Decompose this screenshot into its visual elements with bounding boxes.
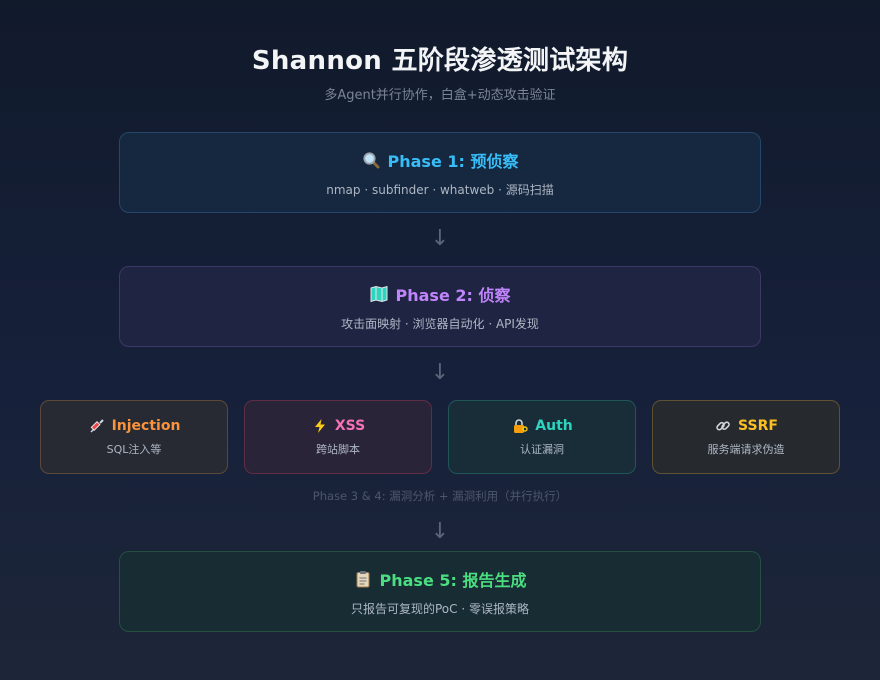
vuln-injection-description: SQL注入等 (106, 443, 162, 456)
lightning-icon (311, 417, 329, 435)
phase-5-title: Phase 5: 报告生成 (379, 570, 527, 590)
phase-5-description: 只报告可复现的PoC · 零误报策略 (351, 601, 529, 616)
vuln-auth-title: Auth (535, 418, 573, 434)
map-book-icon (370, 285, 388, 303)
flow-arrow-3: ↓ (430, 519, 450, 544)
vuln-auth-description: 认证漏洞 (520, 443, 564, 456)
vuln-box-ssrf: SSRF 服务端请求伪造 (652, 400, 840, 474)
vuln-ssrf-description: 服务端请求伪造 (707, 443, 785, 456)
phase-1-description: nmap · subfinder · whatweb · 源码扫描 (326, 182, 554, 197)
flow-arrow-2: ↓ (430, 360, 450, 385)
vuln-xss-description: 跨站脚本 (316, 443, 360, 456)
vuln-ssrf-title: SSRF (738, 418, 778, 434)
phase-2-description: 攻击面映射 · 浏览器自动化 · API发现 (341, 316, 539, 331)
vuln-injection-title: Injection (111, 418, 181, 434)
phase-1-title: Phase 1: 预侦察 (387, 151, 519, 171)
link-icon (714, 417, 732, 435)
magnifier-icon (362, 151, 380, 169)
vuln-box-auth: Auth 认证漏洞 (448, 400, 636, 474)
diagram-subtitle: 多Agent并行协作，白盒+动态攻击验证 (324, 88, 556, 103)
phase-2-box: Phase 2: 侦察 攻击面映射 · 浏览器自动化 · API发现 (119, 266, 761, 347)
syringe-icon (88, 417, 106, 435)
vuln-box-injection: Injection SQL注入等 (40, 400, 228, 474)
clipboard-icon (354, 570, 372, 588)
lock-key-icon (511, 417, 529, 435)
phase-5-box: Phase 5: 报告生成 只报告可复现的PoC · 零误报策略 (119, 551, 761, 632)
parallel-phase-note: Phase 3 & 4: 漏洞分析 + 漏洞利用（并行执行） (312, 489, 568, 503)
phase-1-box: Phase 1: 预侦察 nmap · subfinder · whatweb … (119, 132, 761, 213)
phase-2-title: Phase 2: 侦察 (395, 285, 511, 305)
flow-arrow-1: ↓ (430, 226, 450, 251)
vuln-box-xss: XSS 跨站脚本 (244, 400, 432, 474)
vuln-xss-title: XSS (334, 418, 366, 434)
diagram-title: Shannon 五阶段渗透测试架构 (251, 46, 629, 76)
